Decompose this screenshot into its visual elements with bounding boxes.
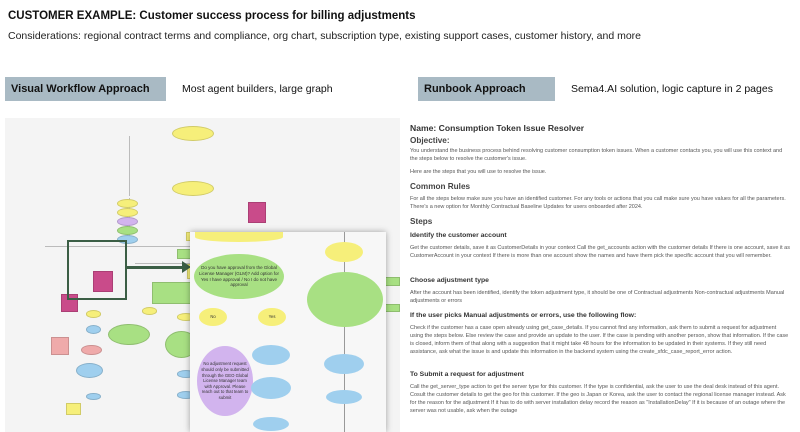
workflow-node (384, 304, 400, 312)
inset-node (195, 232, 283, 242)
yes-node: Yes (258, 308, 286, 326)
step2-text: After the account has been identified, i… (410, 290, 785, 305)
workflow-node (117, 217, 139, 226)
step3-heading: If the user picks Manual adjustments or … (410, 312, 637, 319)
inset-node (251, 377, 291, 399)
step1-heading: Identify the customer account (410, 232, 507, 239)
arrow-head-icon (182, 261, 191, 273)
runbook-label: Runbook Approach (418, 77, 555, 101)
objective-text-2: Here are the steps that you will use to … (410, 169, 547, 175)
workflow-node (117, 235, 139, 244)
workflow-connector (45, 246, 195, 247)
workflow-node (85, 392, 101, 400)
inset-node (326, 390, 362, 404)
inset-node (325, 242, 363, 262)
step2-heading: Choose adjustment type (410, 277, 489, 284)
approval-question-node: Do you have approval from the Global Lic… (194, 254, 284, 299)
workflow-zoom-inset: Do you have approval from the Global Lic… (190, 232, 386, 432)
workflow-connector (129, 136, 130, 196)
inset-node (307, 272, 383, 327)
visual-workflow-desc: Most agent builders, large graph (182, 83, 333, 95)
common-rules-heading: Common Rules (410, 182, 471, 191)
workflow-node (65, 403, 81, 415)
workflow-node (172, 181, 215, 196)
inset-node (253, 417, 289, 431)
objective-heading: Objective: (410, 136, 450, 145)
steps-heading: Steps (410, 217, 433, 226)
highlight-box (67, 240, 127, 300)
no-result-node: No adjustment request should only be sub… (197, 346, 253, 416)
objective-text: You understand the business process behi… (410, 148, 783, 163)
workflow-node (93, 271, 113, 292)
workflow-node (117, 208, 139, 217)
runbook-name: Name: Consumption Token Issue Resolver (410, 123, 585, 133)
slide-title: CUSTOMER EXAMPLE: Customer success proce… (8, 10, 416, 22)
workflow-node (108, 323, 151, 345)
workflow-node (80, 344, 102, 355)
common-rules-text: For all the steps below make sure you ha… (410, 196, 786, 211)
step4-text: Call the get_server_type action to get t… (410, 384, 786, 415)
inset-connector (344, 232, 345, 432)
no-node: No (199, 308, 227, 326)
workflow-node (85, 325, 101, 334)
step1-text: Get the customer details, save it as Cus… (410, 245, 790, 260)
runbook-desc: Sema4.AI solution, logic capture in 2 pa… (571, 83, 773, 95)
workflow-node (50, 337, 69, 355)
step4-heading: To Submit a request for adjustment (410, 371, 524, 378)
workflow-node (76, 362, 104, 378)
workflow-node (141, 307, 157, 315)
visual-workflow-label: Visual Workflow Approach (5, 77, 166, 101)
workflow-node (117, 199, 139, 208)
workflow-node (172, 125, 215, 141)
workflow-node (117, 226, 139, 235)
slide-subtitle: Considerations: regional contract terms … (8, 30, 642, 42)
workflow-node (248, 202, 267, 223)
inset-node (252, 345, 290, 365)
step3-text: Check if the customer has a case open al… (410, 325, 789, 356)
workflow-node (85, 310, 101, 318)
zoom-arrow (127, 266, 185, 269)
inset-node (324, 354, 364, 374)
